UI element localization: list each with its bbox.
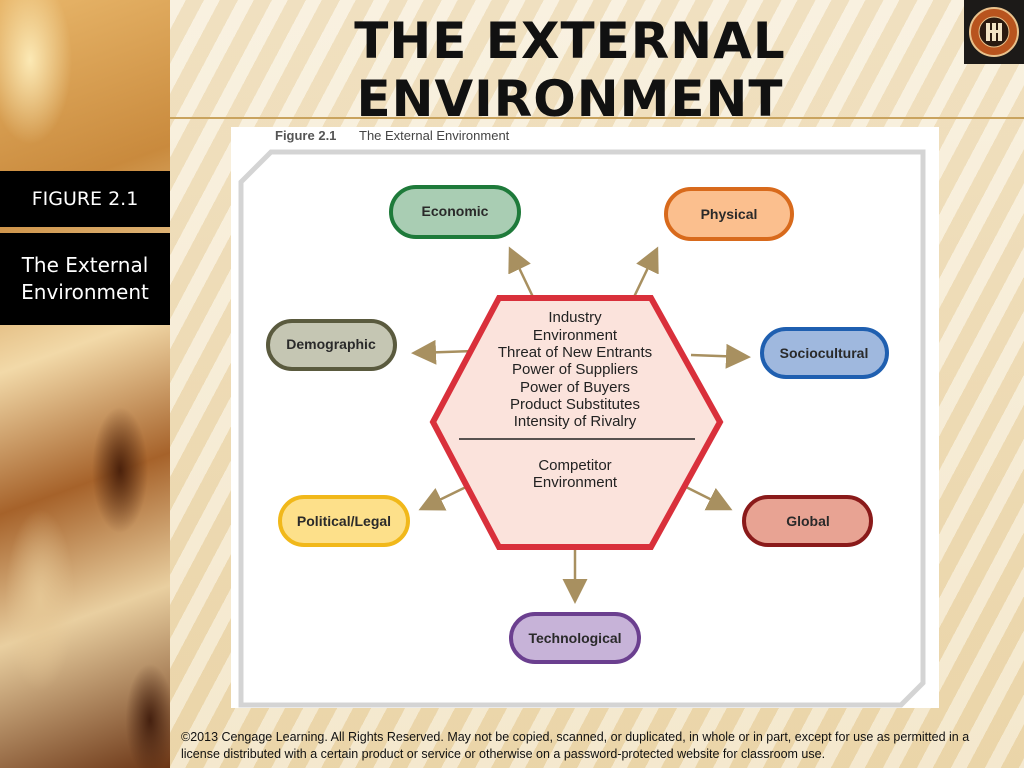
slide-title: THE EXTERNAL ENVIRONMENT bbox=[354, 12, 786, 128]
segment-economic-label: Economic bbox=[422, 203, 489, 219]
industry-line: Threat of New Entrants bbox=[498, 344, 652, 361]
segment-technological-label: Technological bbox=[528, 630, 621, 646]
figure-number-label: FIGURE 2.1 bbox=[0, 171, 170, 227]
segment-global-label: Global bbox=[786, 513, 830, 529]
industry-line: Intensity of Rivalry bbox=[514, 413, 637, 430]
figure-caption: The External Environment bbox=[0, 233, 170, 325]
segment-technological: Technological bbox=[509, 612, 641, 664]
arrow-to-demographic bbox=[411, 339, 475, 365]
arrow-to-political-legal bbox=[418, 485, 467, 511]
industry-line: Industry bbox=[548, 309, 602, 326]
segment-demographic: Demographic bbox=[266, 319, 397, 371]
segment-political-legal: Political/Legal bbox=[278, 495, 410, 547]
competitor-line: Competitor bbox=[538, 457, 611, 474]
arrow-to-physical bbox=[632, 246, 659, 298]
arrow-to-sociocultural bbox=[690, 343, 751, 369]
external-environment-diagram: Figure 2.1 The External Environment Indu… bbox=[231, 127, 939, 708]
industry-line: Power of Suppliers bbox=[512, 361, 638, 378]
copyright-footer: ©2013 Cengage Learning. All Rights Reser… bbox=[181, 730, 970, 761]
arrow-to-global bbox=[685, 485, 733, 511]
segment-physical-label: Physical bbox=[701, 206, 758, 222]
segment-sociocultural-label: Sociocultural bbox=[780, 345, 869, 361]
arrow-to-economic bbox=[508, 246, 535, 298]
segment-global: Global bbox=[742, 495, 873, 547]
competitor-line: Environment bbox=[533, 474, 618, 491]
segment-physical: Physical bbox=[664, 187, 794, 241]
segment-economic: Economic bbox=[389, 185, 521, 239]
segment-demographic-label: Demographic bbox=[286, 336, 376, 352]
industry-line: Power of Buyers bbox=[520, 379, 630, 396]
hitt-ireland-hoskisson-seal-icon bbox=[964, 0, 1024, 64]
figure-header-title: The External Environment bbox=[359, 128, 510, 143]
diagram-canvas: Figure 2.1 The External Environment Indu… bbox=[238, 128, 926, 708]
segment-sociocultural: Sociocultural bbox=[760, 327, 889, 379]
decorative-side-image bbox=[0, 0, 170, 768]
industry-line: Environment bbox=[533, 327, 618, 344]
figure-header-number: Figure 2.1 bbox=[275, 128, 336, 143]
industry-line: Product Substitutes bbox=[510, 396, 640, 413]
industry-competitor-hexagon bbox=[429, 295, 724, 550]
title-divider bbox=[170, 117, 1024, 119]
segment-political-legal-label: Political/Legal bbox=[297, 513, 391, 529]
